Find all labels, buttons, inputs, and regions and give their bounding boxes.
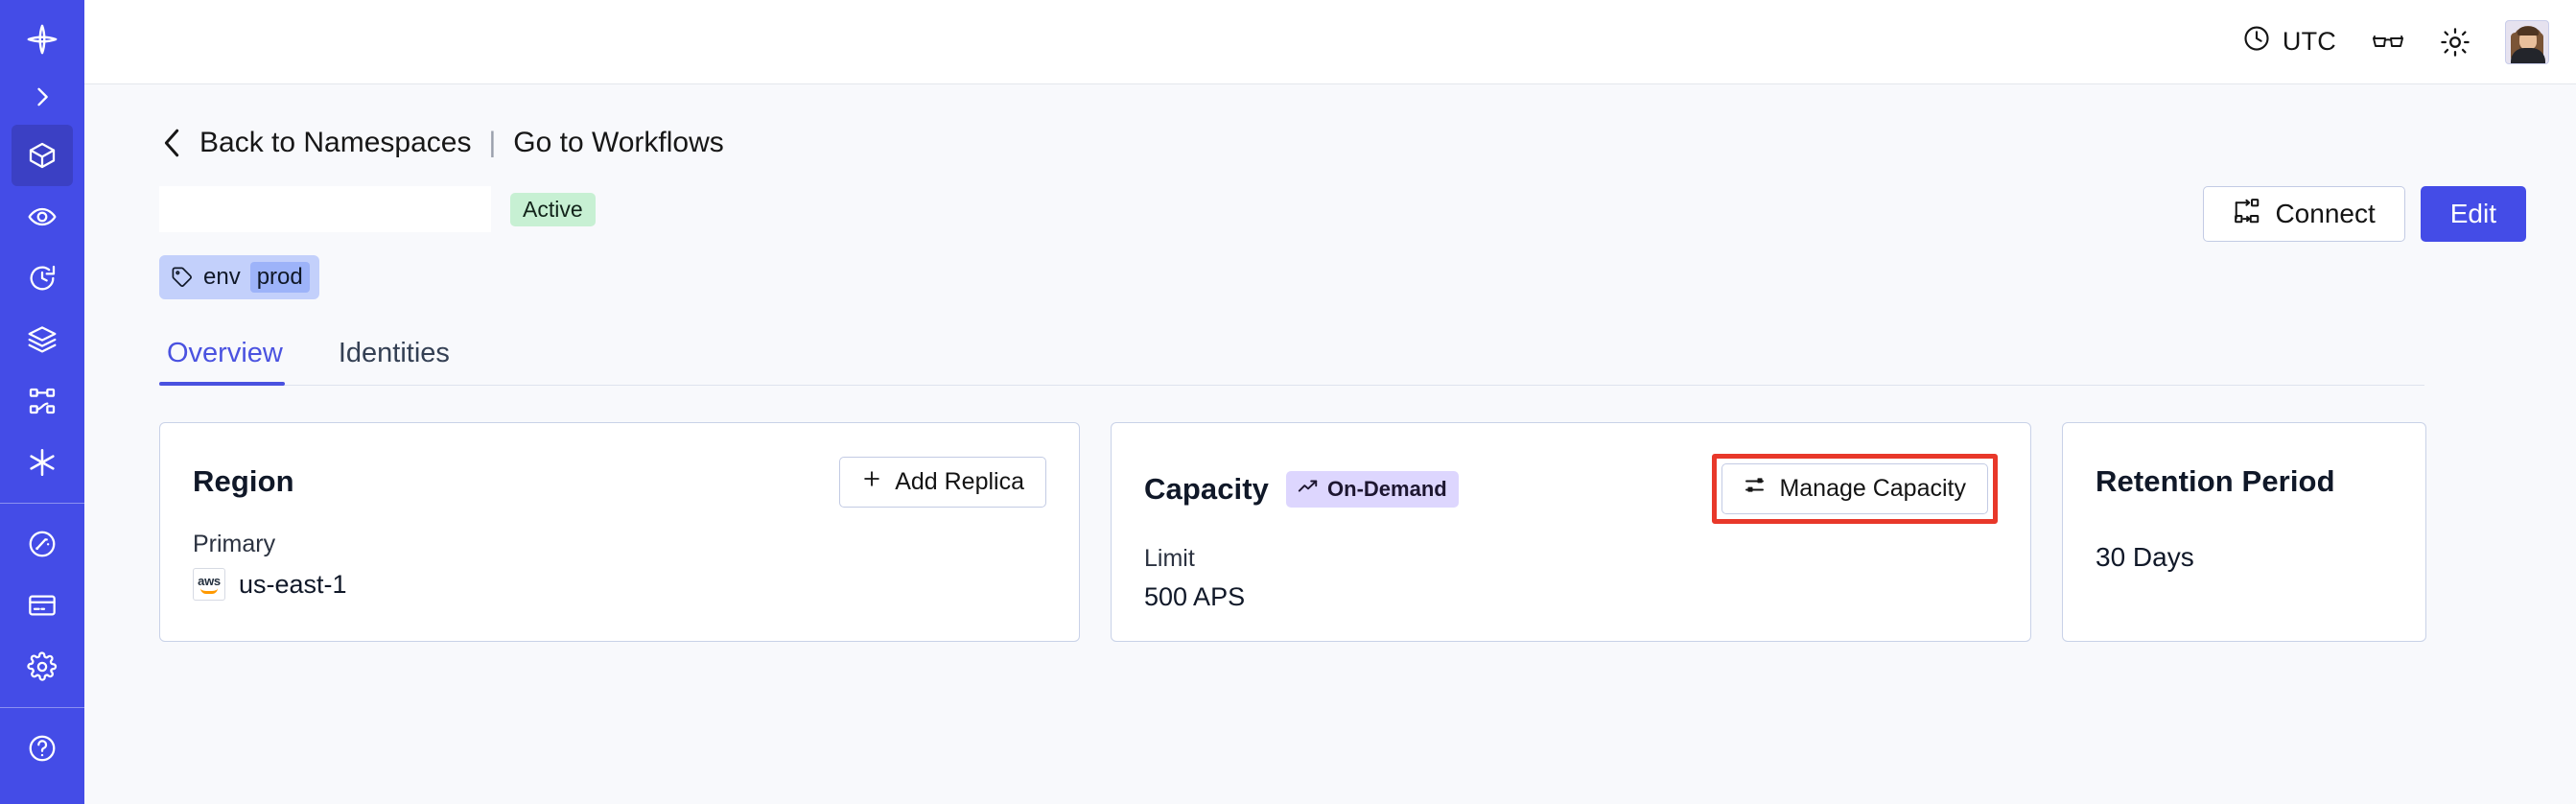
tab-overview[interactable]: Overview xyxy=(159,332,308,386)
breadcrumb-separator: | xyxy=(488,127,497,158)
capacity-limit-label: Limit xyxy=(1144,545,1195,572)
retention-card-header: Retention Period xyxy=(2096,454,2393,509)
timezone-label: UTC xyxy=(2282,27,2336,56)
top-header-actions: UTC xyxy=(2242,19,2549,64)
sidebar-item-workflows[interactable] xyxy=(12,370,73,432)
capacity-card-actions: Manage Capacity xyxy=(1712,454,1998,524)
manage-capacity-label: Manage Capacity xyxy=(1779,475,1966,502)
sidebar-item-billing[interactable] xyxy=(12,575,73,636)
capacity-card-title: Capacity xyxy=(1144,471,1270,506)
go-to-workflows-link[interactable]: Go to Workflows xyxy=(513,127,724,158)
aws-logo-icon: aws xyxy=(193,568,225,601)
aws-smile xyxy=(200,588,218,594)
sidebar-item-batch-operations[interactable] xyxy=(12,309,73,370)
connect-icon xyxy=(2233,198,2261,231)
tag-chip[interactable]: env prod xyxy=(159,255,319,299)
sidebar-item-observability[interactable] xyxy=(12,186,73,248)
capacity-card-header: Capacity On-Demand xyxy=(1144,454,1998,524)
add-replica-label: Add Replica xyxy=(895,467,1024,495)
tag-key: env xyxy=(203,264,241,290)
region-card: Region Add Replica xyxy=(159,422,1080,642)
avatar-hair-left xyxy=(2511,32,2519,61)
glasses-icon[interactable] xyxy=(2371,29,2405,56)
user-avatar[interactable] xyxy=(2505,19,2549,64)
sun-icon[interactable] xyxy=(2440,27,2471,58)
manage-capacity-button[interactable]: Manage Capacity xyxy=(1721,463,1988,514)
expand-nav-icon[interactable] xyxy=(12,69,73,125)
tag-value: prod xyxy=(249,262,310,293)
tab-identities[interactable]: Identities xyxy=(338,338,450,368)
connect-button-label: Connect xyxy=(2275,199,2376,228)
region-value-row: aws us-east-1 xyxy=(193,568,1046,601)
namespace-title-group: Active xyxy=(159,186,596,232)
sidebar-item-settings[interactable] xyxy=(12,636,73,698)
back-to-namespaces-link[interactable]: Back to Namespaces xyxy=(199,127,472,158)
page-content: Back to Namespaces | Go to Workflows Act… xyxy=(84,84,2576,804)
avatar-fringe xyxy=(2517,26,2539,35)
retention-card-title: Retention Period xyxy=(2096,464,2335,498)
left-sidebar xyxy=(0,0,84,804)
edit-button[interactable]: Edit xyxy=(2420,186,2526,242)
sidebar-divider-2 xyxy=(0,707,84,708)
page-title xyxy=(159,186,491,232)
aws-wordmark: aws xyxy=(198,574,221,588)
avatar-hair-right xyxy=(2535,32,2543,61)
region-card-header: Region Add Replica xyxy=(193,454,1046,509)
sidebar-item-help[interactable] xyxy=(12,718,73,779)
region-primary-label: Primary xyxy=(193,531,276,557)
plus-icon xyxy=(861,468,882,496)
region-card-actions: Add Replica xyxy=(839,456,1046,508)
sidebar-item-usage[interactable] xyxy=(12,513,73,575)
status-badge: Active xyxy=(510,192,596,226)
trending-up-icon xyxy=(1298,477,1319,502)
sidebar-divider-1 xyxy=(0,503,84,504)
sidebar-item-schedules[interactable] xyxy=(12,248,73,309)
region-card-title: Region xyxy=(193,464,294,498)
timezone-selector[interactable]: UTC xyxy=(2242,24,2336,59)
sliders-icon xyxy=(1744,475,1767,503)
tab-bar: Overview Identities xyxy=(159,332,2424,386)
top-header-bar: UTC xyxy=(84,0,2576,84)
chevron-left-icon[interactable] xyxy=(159,127,184,159)
breadcrumb: Back to Namespaces | Go to Workflows xyxy=(159,84,2526,159)
tag-icon xyxy=(171,266,194,289)
retention-period-card: Retention Period 30 Days xyxy=(2062,422,2426,642)
main-column: UTC xyxy=(84,0,2576,804)
sidebar-item-namespaces[interactable] xyxy=(12,125,73,186)
sidebar-item-nexus[interactable] xyxy=(12,432,73,493)
add-replica-button[interactable]: Add Replica xyxy=(839,456,1046,508)
namespace-header-row: Active xyxy=(159,186,2526,246)
temporal-logo-icon[interactable] xyxy=(12,10,73,69)
avatar-body xyxy=(2511,47,2545,63)
on-demand-badge: On-Demand xyxy=(1286,470,1459,508)
clock-icon xyxy=(2242,24,2271,59)
connect-button[interactable]: Connect xyxy=(2203,186,2405,242)
region-value: us-east-1 xyxy=(239,569,347,599)
namespace-tags: env prod xyxy=(159,255,2526,299)
capacity-card: Capacity On-Demand xyxy=(1111,422,2031,642)
capacity-limit-value: 500 APS xyxy=(1144,582,1246,611)
namespace-header-actions: Connect Edit xyxy=(2203,186,2526,242)
on-demand-label: On-Demand xyxy=(1327,476,1447,501)
edit-button-label: Edit xyxy=(2449,199,2496,228)
overview-cards: Region Add Replica xyxy=(159,422,2526,642)
manage-capacity-highlight: Manage Capacity xyxy=(1712,454,1998,524)
retention-value: 30 Days xyxy=(2096,542,2194,572)
